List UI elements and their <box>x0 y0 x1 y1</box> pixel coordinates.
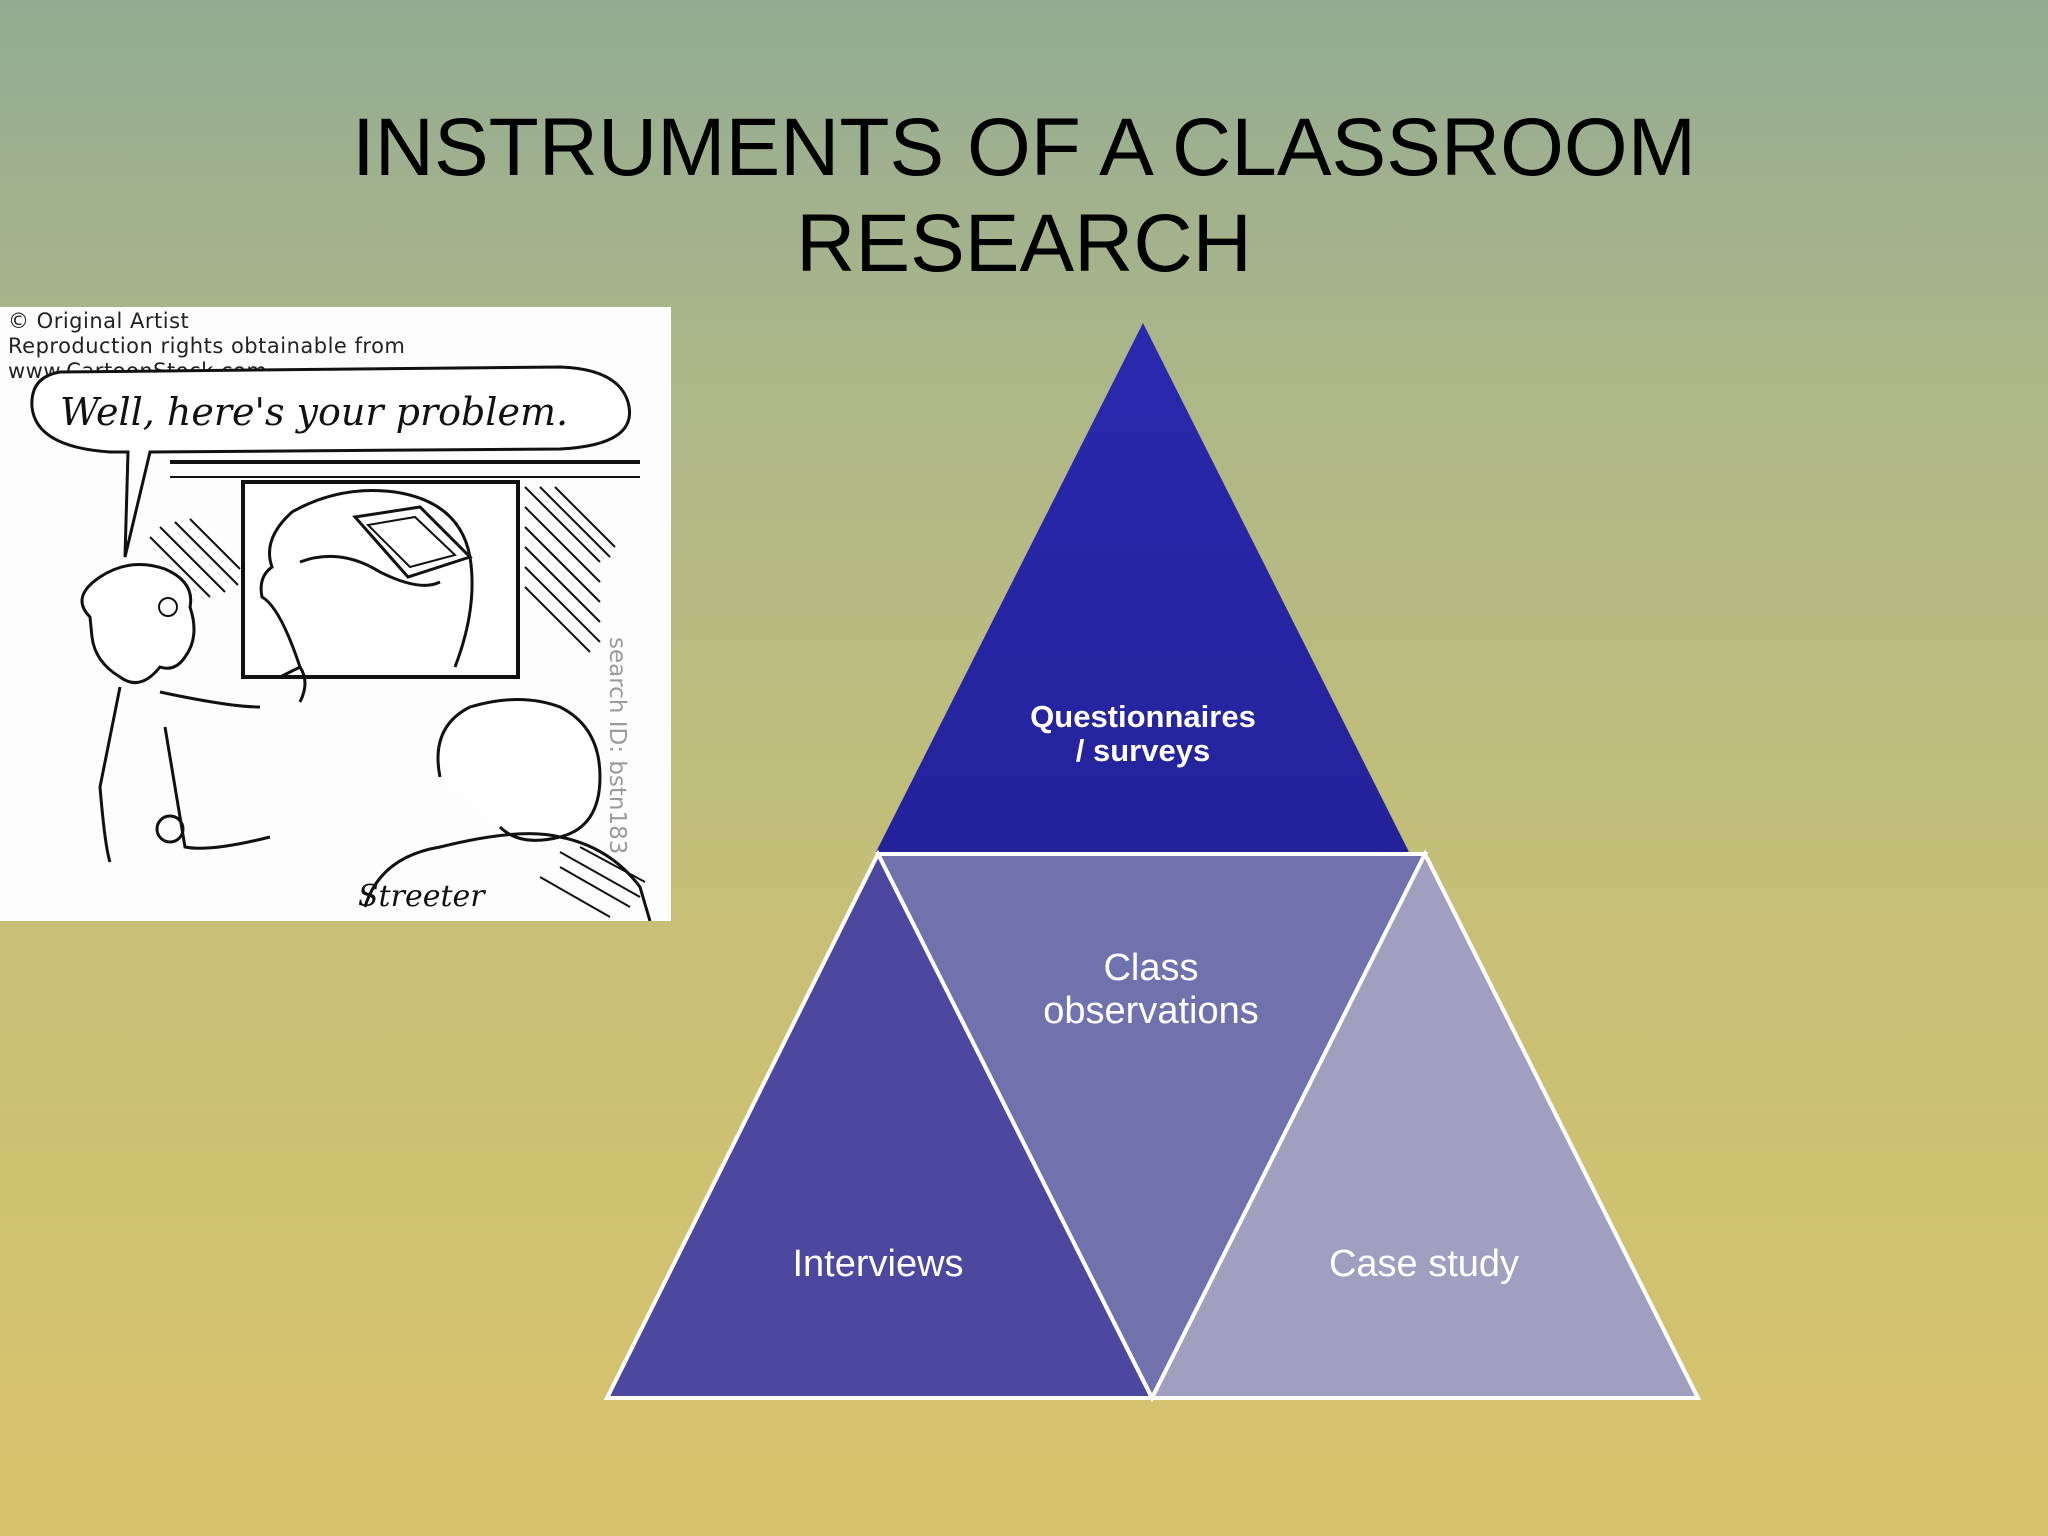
pyramid-right-segment <box>1148 849 1702 1400</box>
slide-title-line-2: RESEARCH <box>796 198 1252 289</box>
pyramid-top-segment <box>875 323 1410 854</box>
speech-bubble <box>30 365 631 558</box>
artist-signature: Streeter <box>358 879 485 914</box>
slide-title-line-1: INSTRUMENTS OF A CLASSROOM <box>351 102 1697 193</box>
cartoon-image: © Original Artist Reproduction rights ob… <box>0 307 671 921</box>
cartoon-drawing: Well, here's your problem. <box>30 365 652 921</box>
questionnaires-label-line-2: / surveys <box>1076 733 1210 768</box>
slide-title: INSTRUMENTS OF A CLASSROOM RESEARCH <box>0 100 2048 292</box>
case-study-label: Case study <box>1329 1243 1519 1285</box>
class-observations-label-line-2: observations <box>1043 990 1258 1032</box>
credit-line-rights: Reproduction rights obtainable from <box>8 334 406 358</box>
credit-line-copyright: © Original Artist <box>8 309 190 333</box>
class-observations-label-line-1: Class <box>1103 947 1198 989</box>
interviews-label: Interviews <box>792 1243 963 1285</box>
doctor-figure <box>80 563 196 685</box>
pyramid-left-segment <box>603 849 1156 1400</box>
speech-text: Well, here's your problem. <box>60 390 568 434</box>
questionnaires-label-line-1: Questionnaires <box>1030 699 1256 734</box>
